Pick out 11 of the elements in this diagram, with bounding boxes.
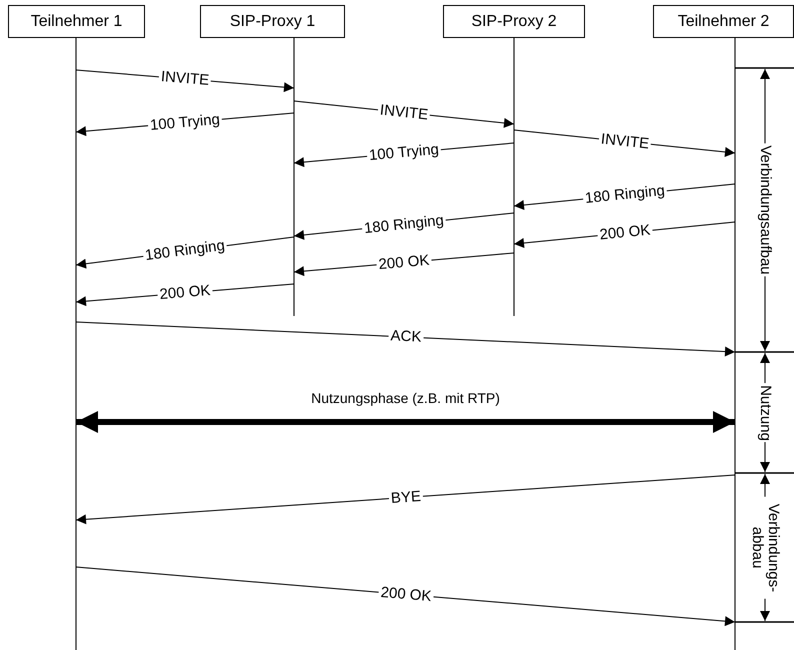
arrow [76, 411, 735, 433]
arrow [76, 566, 736, 626]
arrow [76, 474, 736, 524]
phase-label: Verbindungsaufbau [757, 143, 773, 277]
edge-label: Nutzungsphase (z.B. mit RTP) [311, 390, 500, 406]
phase-label: Nutzung [757, 382, 773, 442]
participant-box: SIP-Proxy 2 [443, 5, 585, 38]
arrow [76, 322, 736, 357]
participant-box: Teilnehmer 2 [653, 5, 794, 38]
participant-box: Teilnehmer 1 [8, 5, 145, 38]
participant-box: SIP-Proxy 1 [200, 5, 345, 38]
